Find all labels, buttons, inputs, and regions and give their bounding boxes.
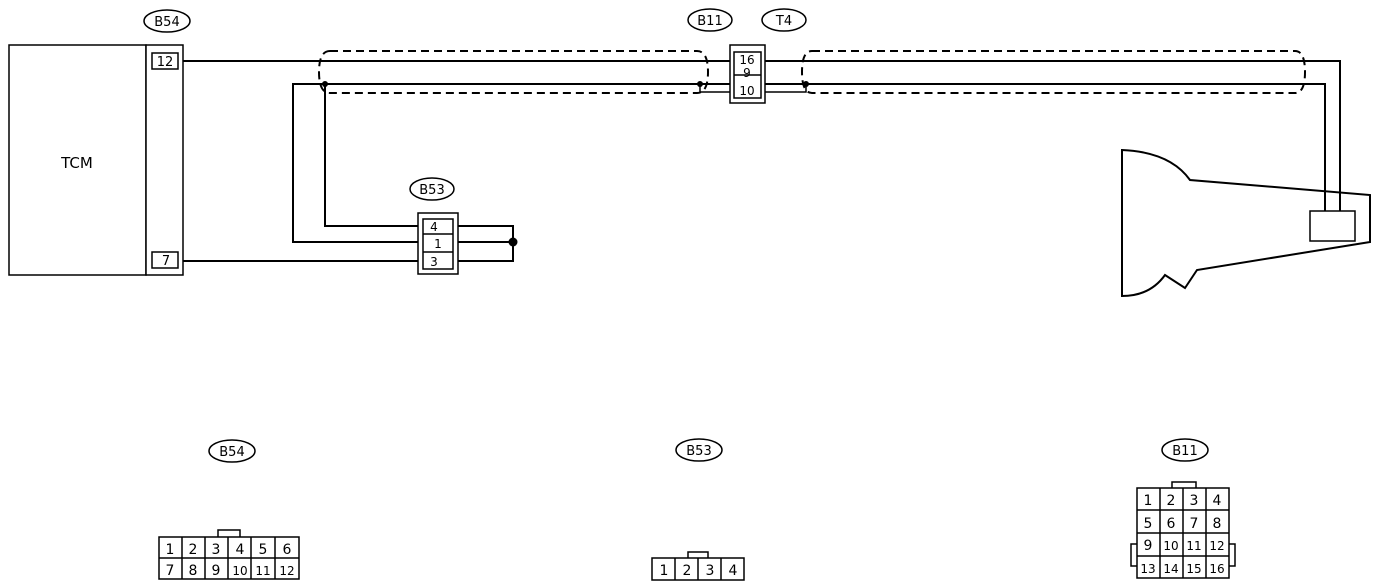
b11-view-pin: 6 [1167, 516, 1176, 532]
shield-drain-b11-right [765, 84, 807, 93]
b11-view-pin: 13 [1140, 562, 1155, 576]
b53-view-pin: 4 [729, 563, 738, 579]
t4-tag-oval [761, 8, 807, 32]
b54-view-tag: B54 [219, 445, 244, 460]
wire-b11-16-sensor [765, 60, 1341, 213]
b54-connector-strip [145, 44, 184, 276]
b11-view-pin: 9 [1144, 538, 1153, 554]
b11-view-tag: B11 [1172, 444, 1197, 459]
b11-connector-body [729, 44, 766, 104]
b53-tag: B53 [419, 183, 444, 198]
b53-pin-3: 3 [430, 255, 438, 269]
b54-view-pin: 12 [279, 564, 294, 578]
b54-connector-view: 1 2 3 4 5 6 7 8 9 10 11 12 [158, 529, 300, 580]
b54-view-pin: 5 [259, 542, 268, 558]
b53-view-pin: 3 [706, 563, 715, 579]
b11-view-pin: 12 [1209, 539, 1224, 553]
b11-view-pin: 14 [1163, 562, 1178, 576]
b54-view-pin: 2 [189, 542, 198, 558]
shield-dot-left [322, 81, 328, 87]
tcm-pin-7: 7 [162, 254, 170, 269]
b11-pin-10: 10 [739, 84, 754, 98]
shield-right [800, 50, 1307, 94]
b53-view-pin: 1 [660, 563, 669, 579]
b11-view-pin: 7 [1190, 516, 1199, 532]
b11-view-pin: 11 [1186, 539, 1201, 553]
wire-shield-b53-4 [324, 84, 420, 227]
b53-view-pin: 2 [683, 563, 692, 579]
b11-view-pin: 8 [1213, 516, 1222, 532]
b54-view-tag-oval [208, 439, 256, 463]
b53-connector-view: 1 2 3 4 [651, 551, 745, 581]
b11-view-pin: 3 [1190, 493, 1199, 509]
b54-view-pin: 1 [166, 542, 175, 558]
b53-connector-body [417, 212, 459, 275]
b54-tag: B54 [154, 15, 179, 30]
transmission-housing [1121, 148, 1371, 298]
b11-view-pin: 2 [1167, 493, 1176, 509]
wire-b11-10-sensor [765, 83, 1326, 213]
b54-view-pin: 7 [166, 563, 175, 579]
b54-view-pin: 4 [236, 542, 245, 558]
b53-view-tag: B53 [686, 444, 711, 459]
b53-pin-4: 4 [430, 220, 438, 234]
b54-view-pin: 3 [212, 542, 221, 558]
speed-sensor-box [1309, 210, 1356, 242]
shield-left [317, 50, 710, 94]
b11-view-pin: 10 [1163, 539, 1178, 553]
b53-tag-oval [409, 177, 455, 201]
b54-view-pin: 10 [232, 564, 247, 578]
b54-view-pin: 6 [283, 542, 292, 558]
b11-pin-9: 9 [743, 66, 751, 80]
b11-connector-view: 1 2 3 4 5 6 7 8 9 10 11 12 13 14 15 16 [1130, 481, 1236, 579]
b11-view-pin: 4 [1213, 493, 1222, 509]
b11-view-pin: 1 [1144, 493, 1153, 509]
b11-view-pin: 5 [1144, 516, 1153, 532]
t4-tag: T4 [775, 14, 792, 29]
b54-view-pin: 8 [189, 563, 198, 579]
b11-view-pin: 15 [1186, 562, 1201, 576]
b54-view-pin: 9 [212, 563, 221, 579]
tcm-pin-12-box [151, 52, 179, 70]
b53-view-tag-oval [675, 438, 723, 462]
tcm-label: TCM [60, 154, 93, 172]
b53-pin-1: 1 [434, 237, 442, 251]
tcm-pin-7-box [151, 251, 179, 269]
tcm-box [8, 44, 147, 276]
b54-view-pin: 11 [255, 564, 270, 578]
b11-view-pin: 16 [1209, 562, 1224, 576]
b11-pin-16: 16 [739, 53, 754, 67]
b54-tag-oval [143, 9, 191, 33]
b11-view-tag-oval [1161, 438, 1209, 462]
splice-dot [508, 237, 518, 247]
wire-b53-right-join [458, 225, 514, 262]
b11-tag: B11 [697, 14, 722, 29]
wire-b11-10-b53-1 [292, 83, 730, 243]
b11-tag-oval [687, 8, 733, 32]
tcm-pin-12: 12 [157, 55, 174, 70]
